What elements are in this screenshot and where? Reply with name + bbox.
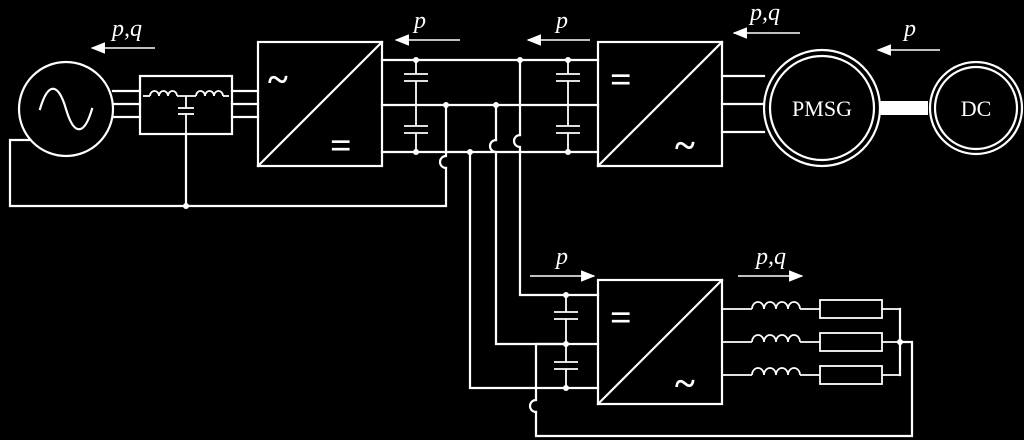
flow-label-dc-left-p: p [412,8,426,34]
capacitor-icon [556,60,580,152]
flow-label-load-inverter-p: p [554,244,568,270]
pmsg-machine: PMSG [762,48,882,168]
flow-arrow-pmsg: p,q [732,0,800,39]
machine-converter-ac-symbol: ~ [675,125,695,167]
grid-return-line [8,103,448,209]
machine-converter-dc-symbol: = [610,59,632,101]
shaft [880,101,928,115]
load-converter: = ~ [596,278,724,406]
flow-arrow-load: p,q [738,244,804,282]
flow-label-dc-motor-p: p [902,16,916,42]
load-return-line [528,340,914,438]
lcl-filter-icon [138,74,234,136]
dc-motor-label: DC [961,96,992,121]
dc-motor: DC [928,60,1024,156]
grid-converter-ac-symbol: ~ [268,59,288,101]
flow-label-grid-pq: p,q [110,16,142,42]
flow-label-pmsg-pq: p,q [748,0,780,26]
machine-three-phase-lines [720,74,766,134]
capacitor-icon [404,60,428,152]
flow-arrow-grid: p,q [90,16,155,54]
resistor-icon [819,299,903,385]
pmsg-label: PMSG [792,96,852,121]
flow-arrow-dc-left: p [394,8,460,46]
load-converter-ac-symbol: ~ [675,363,695,405]
load-converter-dc-symbol: = [610,297,632,339]
flow-label-load-pq: p,q [754,244,786,270]
grid-converter: ~ = [256,40,384,168]
ac-source-icon [17,60,115,158]
inductor-icon [722,301,820,376]
load-feed-lines [468,58,600,391]
machine-converter: = ~ [596,40,724,168]
grid-converter-dc-symbol: = [330,125,352,167]
flow-arrow-load-inverter: p [530,244,596,282]
flow-label-dc-right-p: p [554,8,568,34]
flow-arrow-dc-motor: p [876,16,940,56]
grid-three-phase-lines-1 [111,89,142,119]
flow-arrow-dc-right: p [526,8,590,46]
grid-three-phase-lines-2 [230,89,260,119]
